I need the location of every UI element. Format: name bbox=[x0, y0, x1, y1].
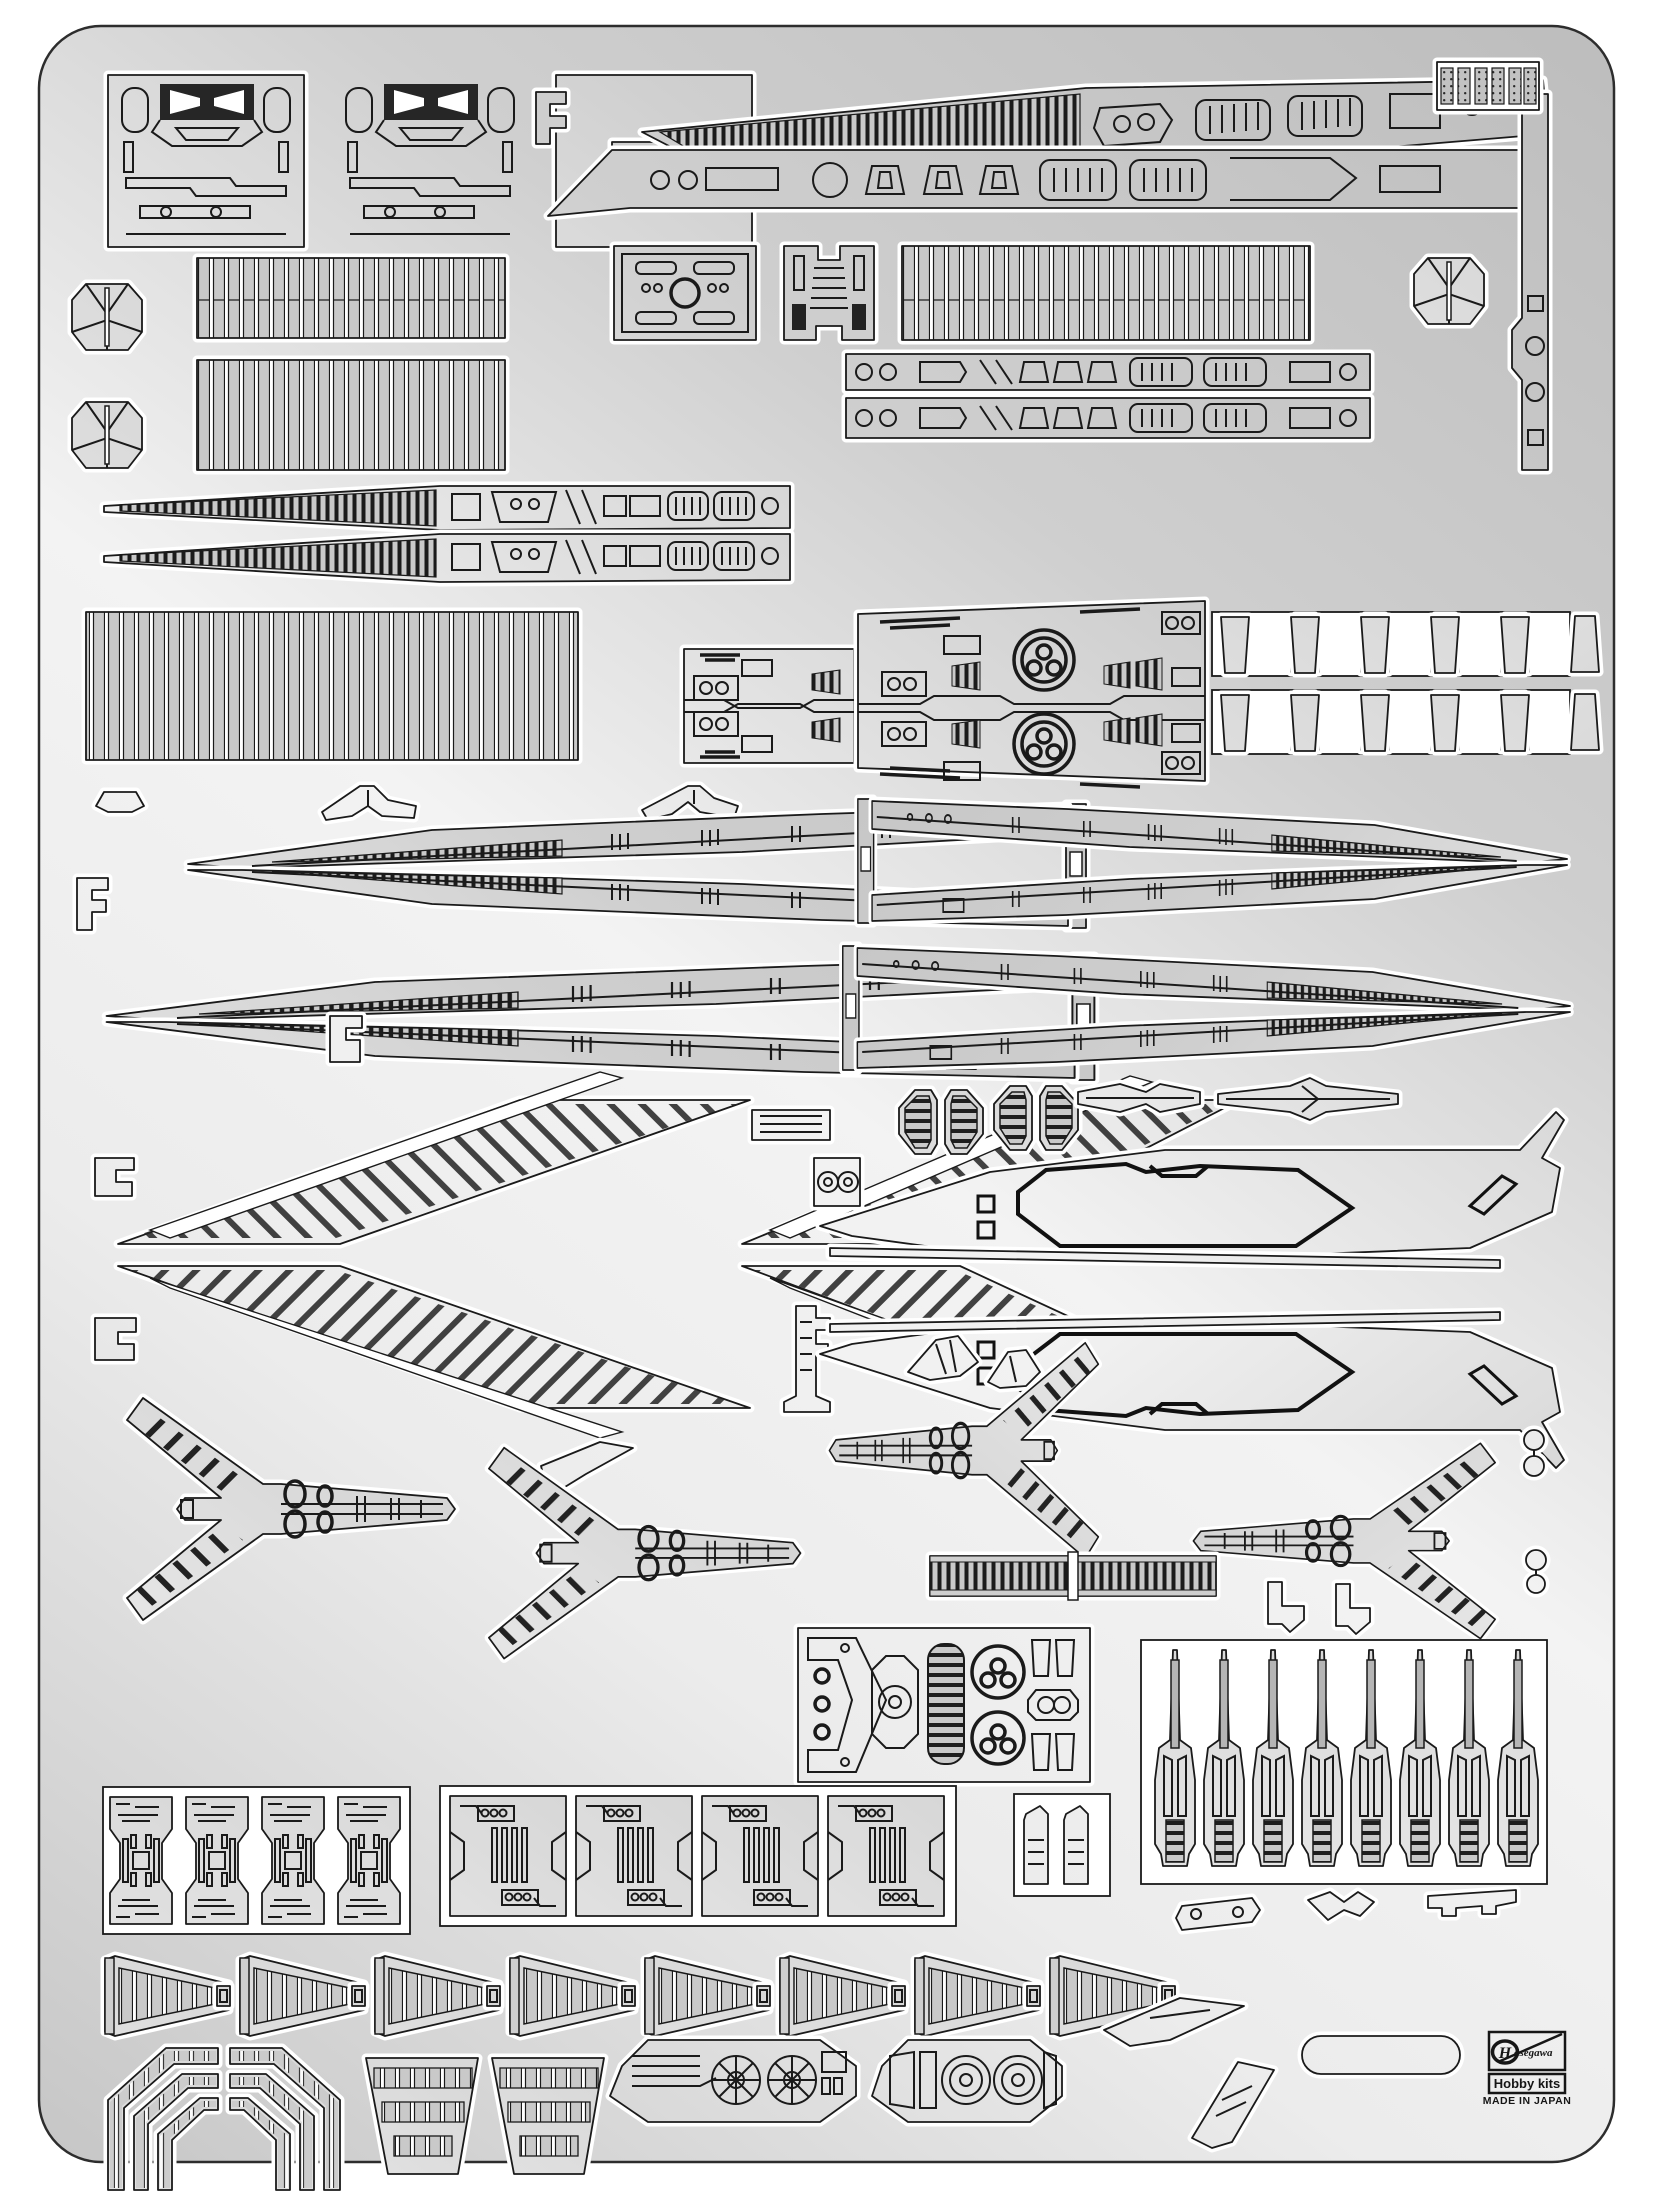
hourglass-panel-set bbox=[102, 1786, 411, 1935]
wrench-part bbox=[1171, 1893, 1265, 1935]
detail-strip-2 bbox=[841, 393, 1375, 443]
turbine-panel-2 bbox=[867, 2035, 1067, 2127]
antenna-bracket-2 bbox=[1213, 1073, 1403, 1125]
small-clip-1 bbox=[531, 87, 571, 149]
trapezoid-rail-2 bbox=[492, 2058, 604, 2174]
textured-tab-comb bbox=[1432, 57, 1544, 115]
spring-clip-1 bbox=[1519, 1425, 1549, 1481]
square-twin-circles bbox=[809, 1153, 865, 1211]
detail-strip-1 bbox=[841, 349, 1375, 395]
faceted-knob-3 bbox=[1414, 258, 1484, 324]
bar-part bbox=[1423, 1885, 1521, 1921]
trapezoid-ladder-row-1 bbox=[1211, 611, 1599, 676]
detail-panel-1 bbox=[103, 70, 309, 252]
trapezoid-ladder-row-2 bbox=[1211, 689, 1599, 754]
trapezoid-rail-1 bbox=[366, 2058, 478, 2174]
logo-frame bbox=[1487, 2030, 1567, 2072]
hatched-chevron-deck-2 bbox=[113, 1261, 755, 1439]
wide-slat-comb-2 bbox=[81, 607, 583, 765]
small-clip-3 bbox=[72, 873, 113, 935]
bone-part bbox=[1303, 1887, 1379, 1925]
hobby-kits-frame bbox=[1487, 2072, 1567, 2095]
slat-comb-strip-1 bbox=[192, 253, 510, 343]
wide-slat-comb-1 bbox=[897, 241, 1315, 345]
twin-canister bbox=[1013, 1793, 1111, 1897]
stadium-slot bbox=[1297, 2031, 1465, 2079]
spring-clip-2 bbox=[1521, 1545, 1551, 1598]
hobby-kits-text: Hobby kits bbox=[1494, 2076, 1560, 2091]
logo-initial: H bbox=[1498, 2045, 1512, 2062]
spear-strip-2 bbox=[99, 529, 795, 587]
faceted-knob-2 bbox=[72, 402, 142, 468]
logo-oval bbox=[1490, 2039, 1520, 2065]
slat-comb-strip-2 bbox=[192, 355, 510, 475]
hatched-chevron-deck-1 bbox=[113, 1071, 755, 1249]
hook-clip-1 bbox=[1263, 1577, 1309, 1637]
etched-equipment-panel bbox=[793, 1623, 1095, 1787]
dart-part-1 bbox=[1099, 1993, 1249, 2051]
antenna-bracket-1 bbox=[1073, 1079, 1205, 1117]
missile-set bbox=[1140, 1639, 1548, 1885]
small-clip-4 bbox=[325, 1011, 367, 1067]
rect-panel-set bbox=[439, 1785, 957, 1927]
turbine-panel-1 bbox=[605, 2035, 861, 2127]
roof-cap-1 bbox=[903, 1331, 983, 1385]
stack-part bbox=[747, 1105, 835, 1145]
logo-script-text: asegawa bbox=[1514, 2047, 1553, 2059]
small-clip-6 bbox=[90, 1313, 141, 1365]
hook-clip-2 bbox=[1331, 1579, 1375, 1639]
faceted-knob-1 bbox=[72, 284, 142, 350]
striped-hex-pair-1 bbox=[899, 1090, 983, 1154]
ribbed-intake bbox=[925, 1551, 1221, 1601]
ladder-bracket bbox=[779, 241, 879, 345]
bird-fairing-1 bbox=[317, 781, 421, 825]
plate-with-circle bbox=[609, 241, 761, 345]
deck-plate bbox=[679, 596, 1210, 789]
striped-hex-pair-2 bbox=[994, 1086, 1078, 1150]
made-in-japan-text: MADE IN JAPAN bbox=[1483, 2095, 1572, 2107]
small-clip-5 bbox=[90, 1153, 139, 1201]
brand-logo: H asegawa Hobby kits MADE IN JAPAN bbox=[1483, 2030, 1572, 2107]
spear-strip-1 bbox=[99, 481, 795, 535]
dart-part-2 bbox=[1187, 2057, 1279, 2153]
edge-strip bbox=[1507, 89, 1553, 475]
roof-cap-2 bbox=[983, 1345, 1045, 1393]
small-cap bbox=[91, 787, 149, 817]
logo-swoosh bbox=[1497, 2032, 1563, 2064]
angled-detail-strip bbox=[543, 145, 1545, 221]
